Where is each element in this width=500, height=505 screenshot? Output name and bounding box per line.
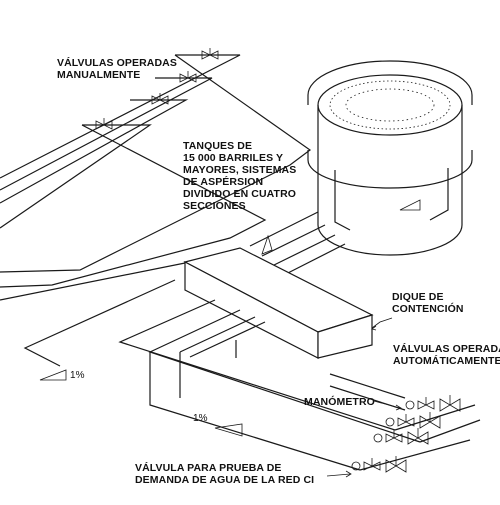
- slope-triangle-icon: [214, 423, 243, 437]
- automatic-valve-icon: [385, 412, 441, 429]
- manual-valve-icon: [95, 118, 113, 130]
- manual-valve-symbols: [95, 48, 219, 130]
- automatic-valve-icon: [351, 456, 407, 473]
- label-automatic-valves: VÁLVULAS OPERADA AUTOMÁTICAMENTE: [393, 343, 500, 367]
- automatic-valve-icon: [373, 428, 429, 445]
- slope-markers: [39, 369, 243, 437]
- storage-tank: [307, 60, 473, 256]
- label-containment-dike: DIQUE DE CONTENCIÓN: [392, 291, 464, 315]
- manual-valve-icon: [151, 93, 169, 105]
- lower-distribution-lines: [23, 279, 481, 471]
- label-slope-upper: 1%: [70, 370, 85, 381]
- automatic-valve-icon: [405, 395, 461, 412]
- manual-valve-icon: [201, 48, 219, 60]
- label-tanks: TANQUES DE 15 000 BARRILES Y MAYORES, SI…: [183, 140, 297, 212]
- automatic-valve-trims: [351, 395, 461, 473]
- label-test-valve: VÁLVULA PARA PRUEBA DE DEMANDA DE AGUA D…: [135, 462, 315, 486]
- containment-dike: [183, 247, 374, 359]
- leader-arrows: [326, 317, 402, 478]
- slope-triangle-icon: [39, 369, 67, 381]
- manual-valve-icon: [179, 71, 197, 83]
- label-manometer: MANÓMETRO: [304, 396, 375, 408]
- tank-feed-lines: [249, 211, 346, 277]
- label-slope-lower: 1%: [193, 413, 208, 424]
- label-manual-valves: VÁLVULAS OPERADAS MANUALMENTE: [57, 57, 177, 81]
